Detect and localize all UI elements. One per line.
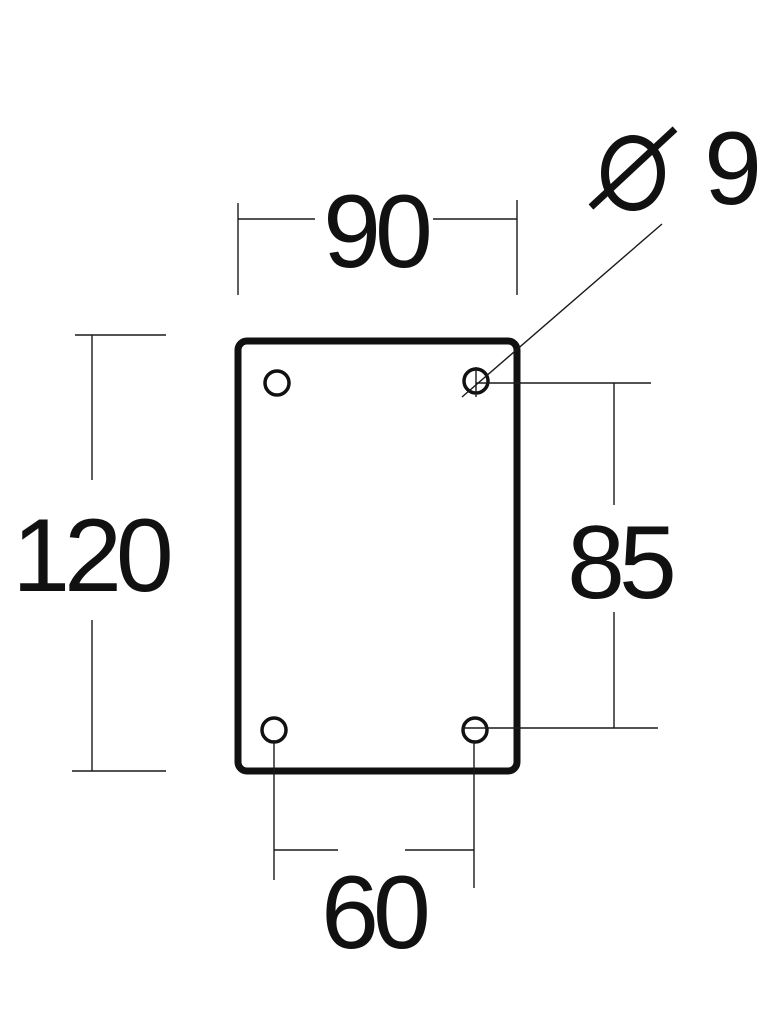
height-label: 120 [12, 498, 170, 614]
hole-bottom-right [461, 716, 489, 744]
diameter-symbol-icon [588, 126, 678, 211]
height-dimension: 120 [12, 334, 176, 772]
hole-spacing-vertical-dimension: 85 [462, 367, 679, 729]
hole-diameter-callout: 9 [461, 111, 763, 398]
width-dimension: 90 [237, 174, 518, 295]
hole-spacing-horizontal-dimension: 60 [273, 740, 475, 971]
plate-outline [234, 337, 521, 775]
width-label: 90 [323, 174, 429, 290]
hole-spacing-vertical-label: 85 [567, 505, 673, 621]
hole-top-left [263, 369, 291, 397]
hole-spacing-horizontal-label: 60 [321, 855, 427, 971]
leader-line [461, 223, 663, 398]
hole-bottom-left [260, 716, 288, 744]
hole-diameter-label: 9 [704, 111, 757, 227]
